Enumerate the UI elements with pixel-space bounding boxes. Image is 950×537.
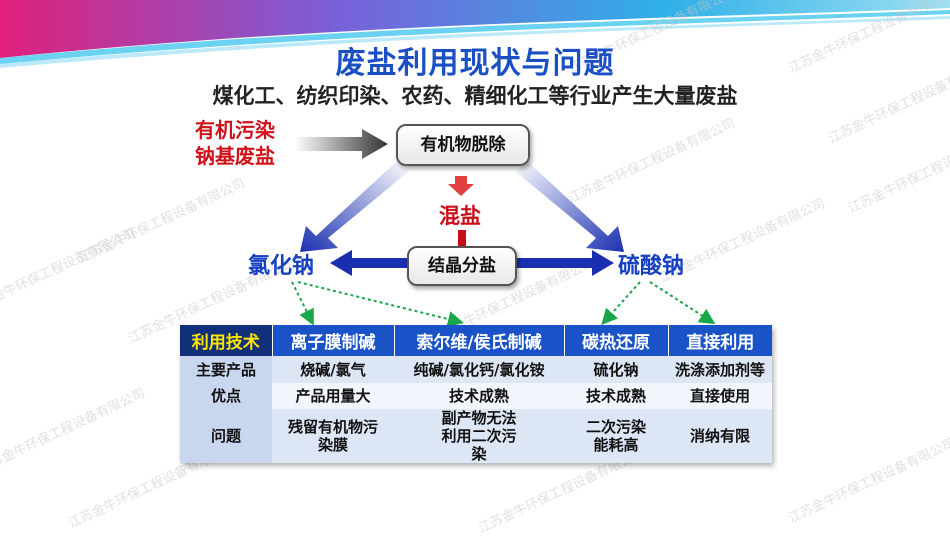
table-cell: 副产物无法利用二次污染 [394,409,564,463]
dotted-arrow [649,281,716,325]
table-header-row: 利用技术 离子膜制碱 索尔维/侯氏制碱 碳热还原 直接利用 [180,325,772,356]
page-subtitle: 煤化工、纺织印染、农药、精细化工等行业产生大量废盐 [212,84,738,108]
flow-arrows [291,129,716,327]
arrow-to-nacl [300,160,408,252]
header-cell: 直接利用 [667,325,772,356]
dotted-arrow [601,281,641,325]
table-row: 问题 残留有机物污染膜 副产物无法利用二次污染 二次污染能耗高 消纳有限 [180,409,772,463]
na2so4-label: 硫酸钠 [618,254,685,279]
table-cell: 产品用量大 [272,383,394,409]
row-label: 问题 [180,409,272,463]
header-cell: 利用技术 [180,325,272,356]
organic-removal-box: 有机物脱除 [396,124,530,166]
source-line-2: 钠基废盐 [195,144,275,168]
arrow-to-mixed-salt [448,176,474,196]
table-row: 主要产品 烧碱/氯气 纯碱/氯化钙/氯化铵 硫化钠 洗涤添加剂等 [180,356,772,383]
source-label: 有机污染 钠基废盐 [180,117,290,169]
dotted-arrow [291,281,314,326]
mixed-to-crystal-connector [458,230,466,246]
header-cell: 碳热还原 [563,325,668,356]
header-cell: 离子膜制碱 [271,325,394,356]
table-cell: 技术成熟 [564,383,668,409]
table-cell: 洗涤添加剂等 [668,356,772,383]
table-cell: 残留有机物污染膜 [272,409,394,463]
arrow-to-organic-removal [295,129,388,159]
nacl-label: 氯化钠 [248,254,315,279]
table-cell: 烧碱/氯气 [272,356,394,383]
row-label: 优点 [180,383,272,409]
table-cell: 直接使用 [668,383,772,409]
crystallization-box: 结晶分盐 [407,246,517,286]
table-cell: 消纳有限 [668,409,772,463]
mixed-salt-label: 混盐 [439,204,481,228]
utilization-table: 利用技术 离子膜制碱 索尔维/侯氏制碱 碳热还原 直接利用 主要产品 烧碱/氯气… [180,325,772,463]
dotted-arrow [297,281,464,327]
table-cell: 纯碱/氯化钙/氯化铵 [394,356,564,383]
table-cell: 二次污染能耗高 [564,409,668,463]
source-line-1: 有机污染 [195,118,275,142]
table-row: 优点 产品用量大 技术成熟 技术成熟 直接使用 [180,383,772,409]
row-label: 主要产品 [180,356,272,383]
table-cell: 硫化钠 [564,356,668,383]
page-title: 废盐利用现状与问题 [335,46,615,81]
arrow-to-na2so4 [516,160,624,252]
arrow-crystal-to-nacl [330,250,407,276]
arrow-crystal-to-na2so4 [513,250,614,276]
header-swoosh [0,0,950,68]
header-cell: 索尔维/侯氏制碱 [393,325,564,356]
table-cell: 技术成熟 [394,383,564,409]
